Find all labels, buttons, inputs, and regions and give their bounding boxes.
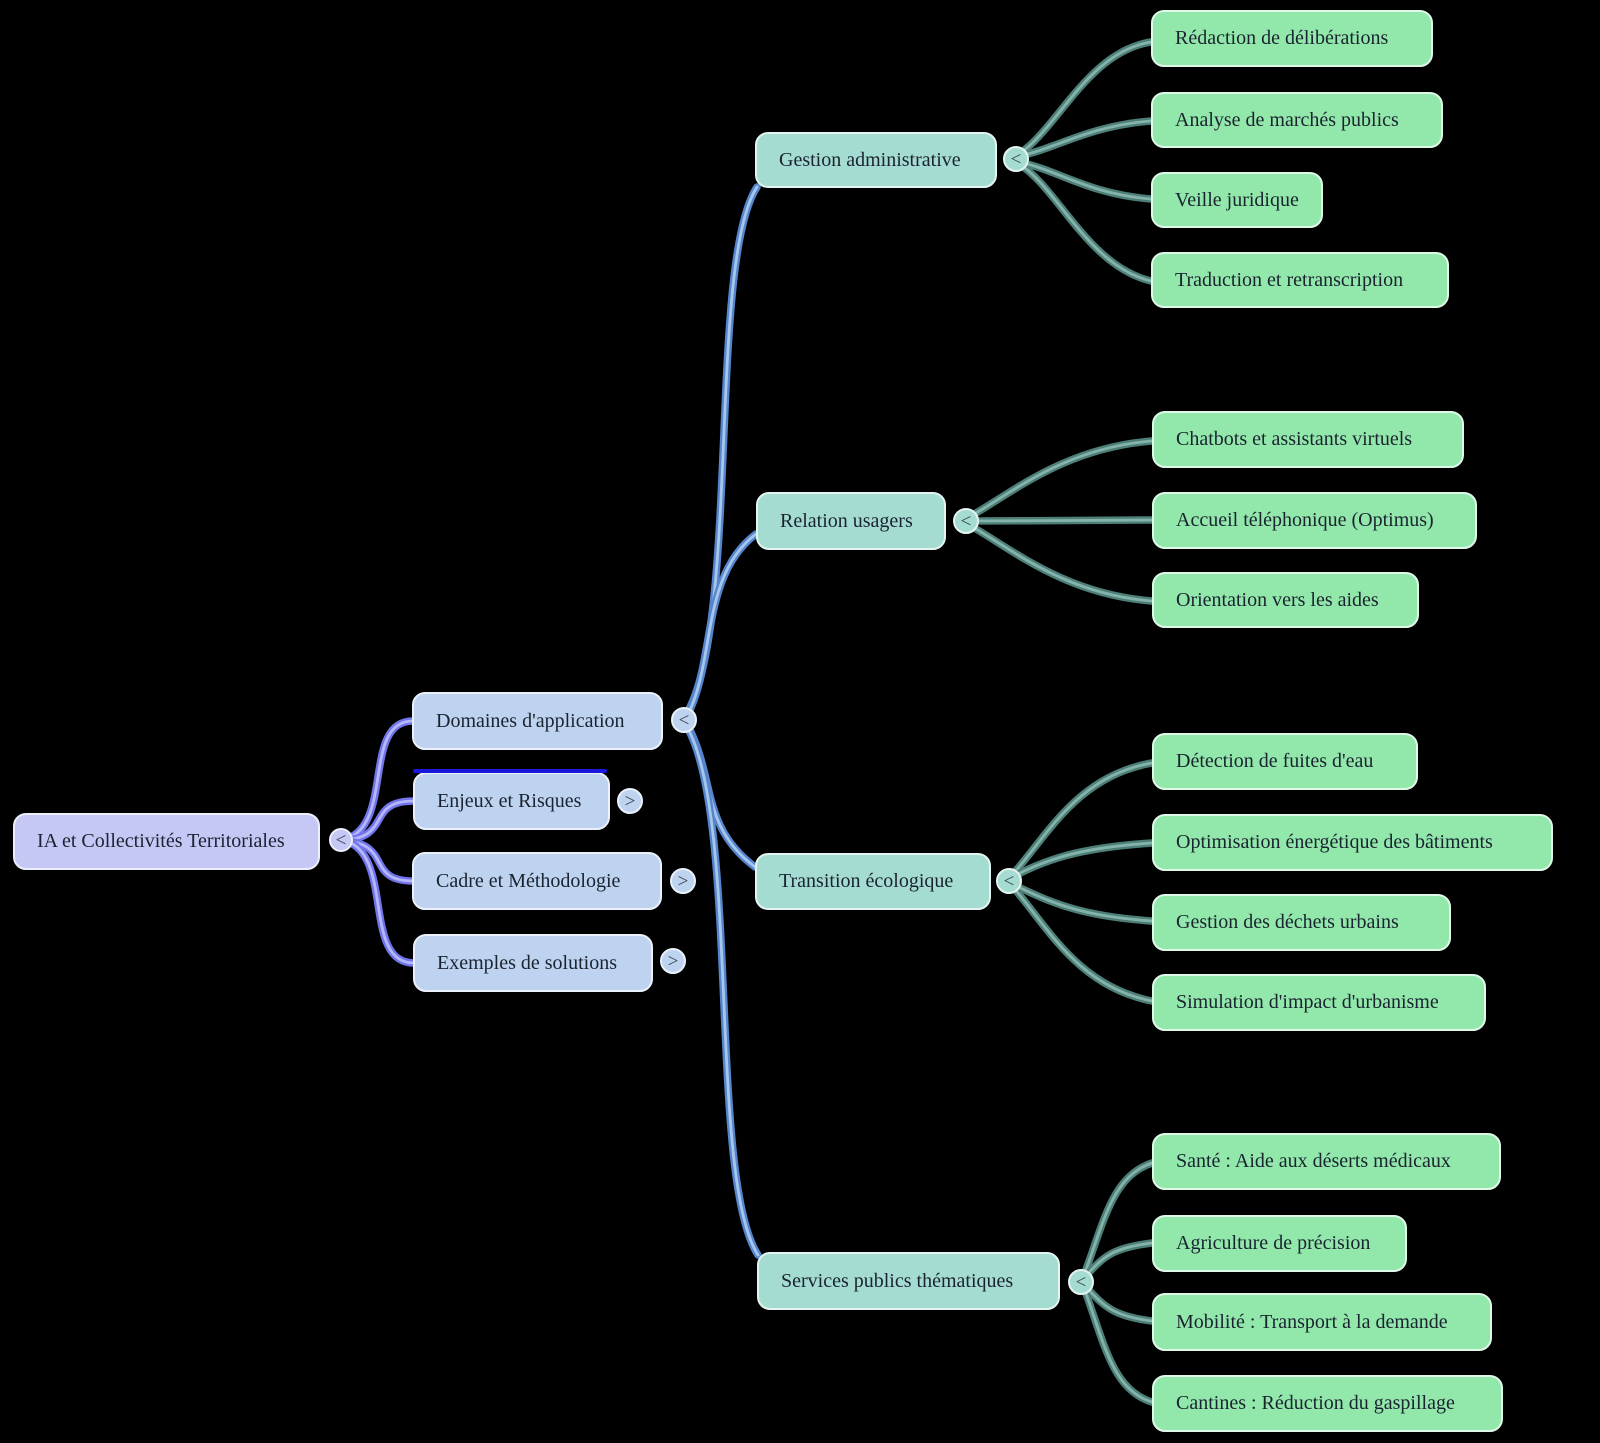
link	[1010, 841, 1154, 879]
link	[1008, 882, 1156, 1005]
toggle-cadre-methodologie[interactable]: >	[670, 868, 696, 894]
toggle-exemples-solutions[interactable]: >	[660, 948, 686, 974]
toggle-domaines-application[interactable]: <	[671, 707, 697, 733]
node-agriculture-precision[interactable]: Agriculture de précision	[1152, 1215, 1407, 1272]
link	[1080, 1284, 1156, 1406]
link	[1082, 1286, 1154, 1404]
node-gestion-administrative[interactable]: Gestion administrative	[755, 132, 997, 188]
node-gestion-dechets[interactable]: Gestion des déchets urbains	[1152, 894, 1451, 951]
link	[1080, 1159, 1156, 1279]
link	[967, 523, 1154, 603]
node-sante-deserts-medicaux[interactable]: Santé : Aide aux déserts médicaux	[1152, 1133, 1501, 1190]
link	[1082, 1161, 1154, 1277]
link	[1017, 40, 1153, 156]
node-mobilite-transport[interactable]: Mobilité : Transport à la demande	[1152, 1293, 1492, 1351]
node-domaines-application[interactable]: Domaines d'application	[412, 692, 663, 750]
node-veille-juridique[interactable]: Veille juridique	[1151, 172, 1323, 228]
link	[1017, 119, 1153, 158]
node-orientation-aides[interactable]: Orientation vers les aides	[1152, 572, 1419, 628]
link	[1010, 761, 1154, 877]
link	[344, 799, 416, 842]
link	[967, 439, 1154, 519]
link	[685, 725, 760, 1257]
link	[344, 839, 415, 883]
node-cadre-methodologie[interactable]: Cadre et Méthodologie	[412, 852, 662, 910]
link	[967, 518, 1154, 523]
toggle-gestion-administrative[interactable]: <	[1003, 146, 1029, 172]
node-analyse-marches-publics[interactable]: Analyse de marchés publics	[1151, 92, 1443, 148]
link	[1017, 162, 1153, 283]
link	[685, 185, 759, 715]
node-detection-fuites[interactable]: Détection de fuites d'eau	[1152, 733, 1418, 790]
toggle-transition-ecologique[interactable]: <	[996, 868, 1022, 894]
node-transition-ecologique[interactable]: Transition écologique	[755, 853, 991, 910]
node-chatbots-assistants[interactable]: Chatbots et assistants virtuels	[1152, 411, 1464, 468]
node-traduction-retranscription[interactable]: Traduction et retranscription	[1151, 252, 1449, 308]
link	[344, 719, 415, 841]
node-optimisation-energetique[interactable]: Optimisation énergétique des bâtiments	[1152, 814, 1553, 871]
node-enjeux-risques[interactable]: Enjeux et Risques	[413, 772, 610, 830]
node-accueil-telephonique[interactable]: Accueil téléphonique (Optimus)	[1152, 492, 1477, 549]
node-relation-usagers[interactable]: Relation usagers	[756, 492, 946, 550]
link	[344, 839, 416, 965]
node-services-publics[interactable]: Services publics thématiques	[757, 1252, 1060, 1310]
node-root[interactable]: IA et Collectivités Territoriales	[13, 813, 320, 870]
link	[1017, 160, 1153, 201]
toggle-relation-usagers[interactable]: <	[953, 508, 979, 534]
link	[685, 532, 758, 718]
link	[1010, 882, 1154, 923]
link	[1008, 759, 1156, 879]
highlight-line	[413, 769, 607, 773]
toggle-services-publics[interactable]: <	[1068, 1269, 1094, 1295]
link	[965, 437, 1156, 521]
link	[965, 521, 1156, 605]
link	[1010, 884, 1154, 1003]
toggle-root[interactable]: <	[329, 828, 353, 852]
node-cantines-gaspillage[interactable]: Cantines : Réduction du gaspillage	[1152, 1375, 1503, 1432]
toggle-enjeux-risques[interactable]: >	[617, 788, 643, 814]
node-redaction-deliberations[interactable]: Rédaction de délibérations	[1151, 10, 1433, 67]
node-exemples-solutions[interactable]: Exemples de solutions	[413, 934, 653, 992]
node-simulation-urbanisme[interactable]: Simulation d'impact d'urbanisme	[1152, 974, 1486, 1031]
